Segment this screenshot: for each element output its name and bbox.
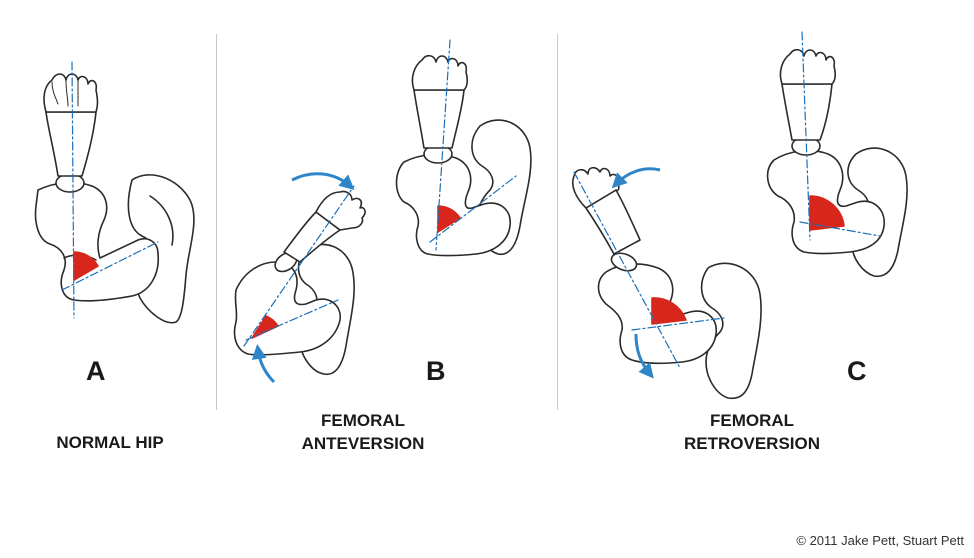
foot-icon (315, 190, 366, 231)
panel-divider (216, 34, 217, 410)
femur-icon (34, 181, 159, 302)
anteversion-angle-wedge (73, 251, 99, 281)
retroversion-angle-wedge (651, 297, 687, 325)
panel-a-illustration (34, 61, 195, 324)
caption-line: ANTEVERSION (301, 434, 425, 453)
copyright-credit: © 2011 Jake Pett, Stuart Pett (796, 533, 964, 548)
caption-line: FEMORAL (709, 411, 795, 430)
panel-c-upright-illustration (766, 31, 908, 278)
caption-line: FEMORAL (320, 411, 406, 430)
panel-a-letter: A (86, 356, 106, 386)
caption-line: NORMAL HIP (56, 433, 164, 452)
anteversion-angle-wedge (437, 205, 461, 233)
panel-c-caption: FEMORAL RETROVERSION (652, 409, 852, 455)
rotation-arrow-icon (251, 344, 276, 384)
panel-divider (557, 34, 558, 410)
rotation-arrow-icon (634, 333, 654, 379)
retroversion-angle-wedge (809, 195, 845, 231)
rotation-arrow-icon (291, 172, 355, 190)
foot-icon (43, 73, 99, 113)
pelvis-icon (700, 262, 762, 400)
panel-b-rotated-illustration (233, 185, 366, 376)
panel-c-rotated-illustration (571, 166, 762, 400)
foot-icon (411, 54, 469, 91)
panel-c-letter: C (847, 356, 867, 386)
caption-line: RETROVERSION (683, 434, 821, 453)
panel-b-letter: B (426, 356, 446, 386)
panel-b-upright-illustration (395, 39, 532, 257)
panel-a-caption: NORMAL HIP (20, 431, 200, 454)
foot-icon (779, 48, 837, 85)
panel-b-caption: FEMORAL ANTEVERSION (268, 409, 458, 455)
rotation-arrow-icon (611, 167, 661, 189)
femur-icon (395, 153, 511, 257)
